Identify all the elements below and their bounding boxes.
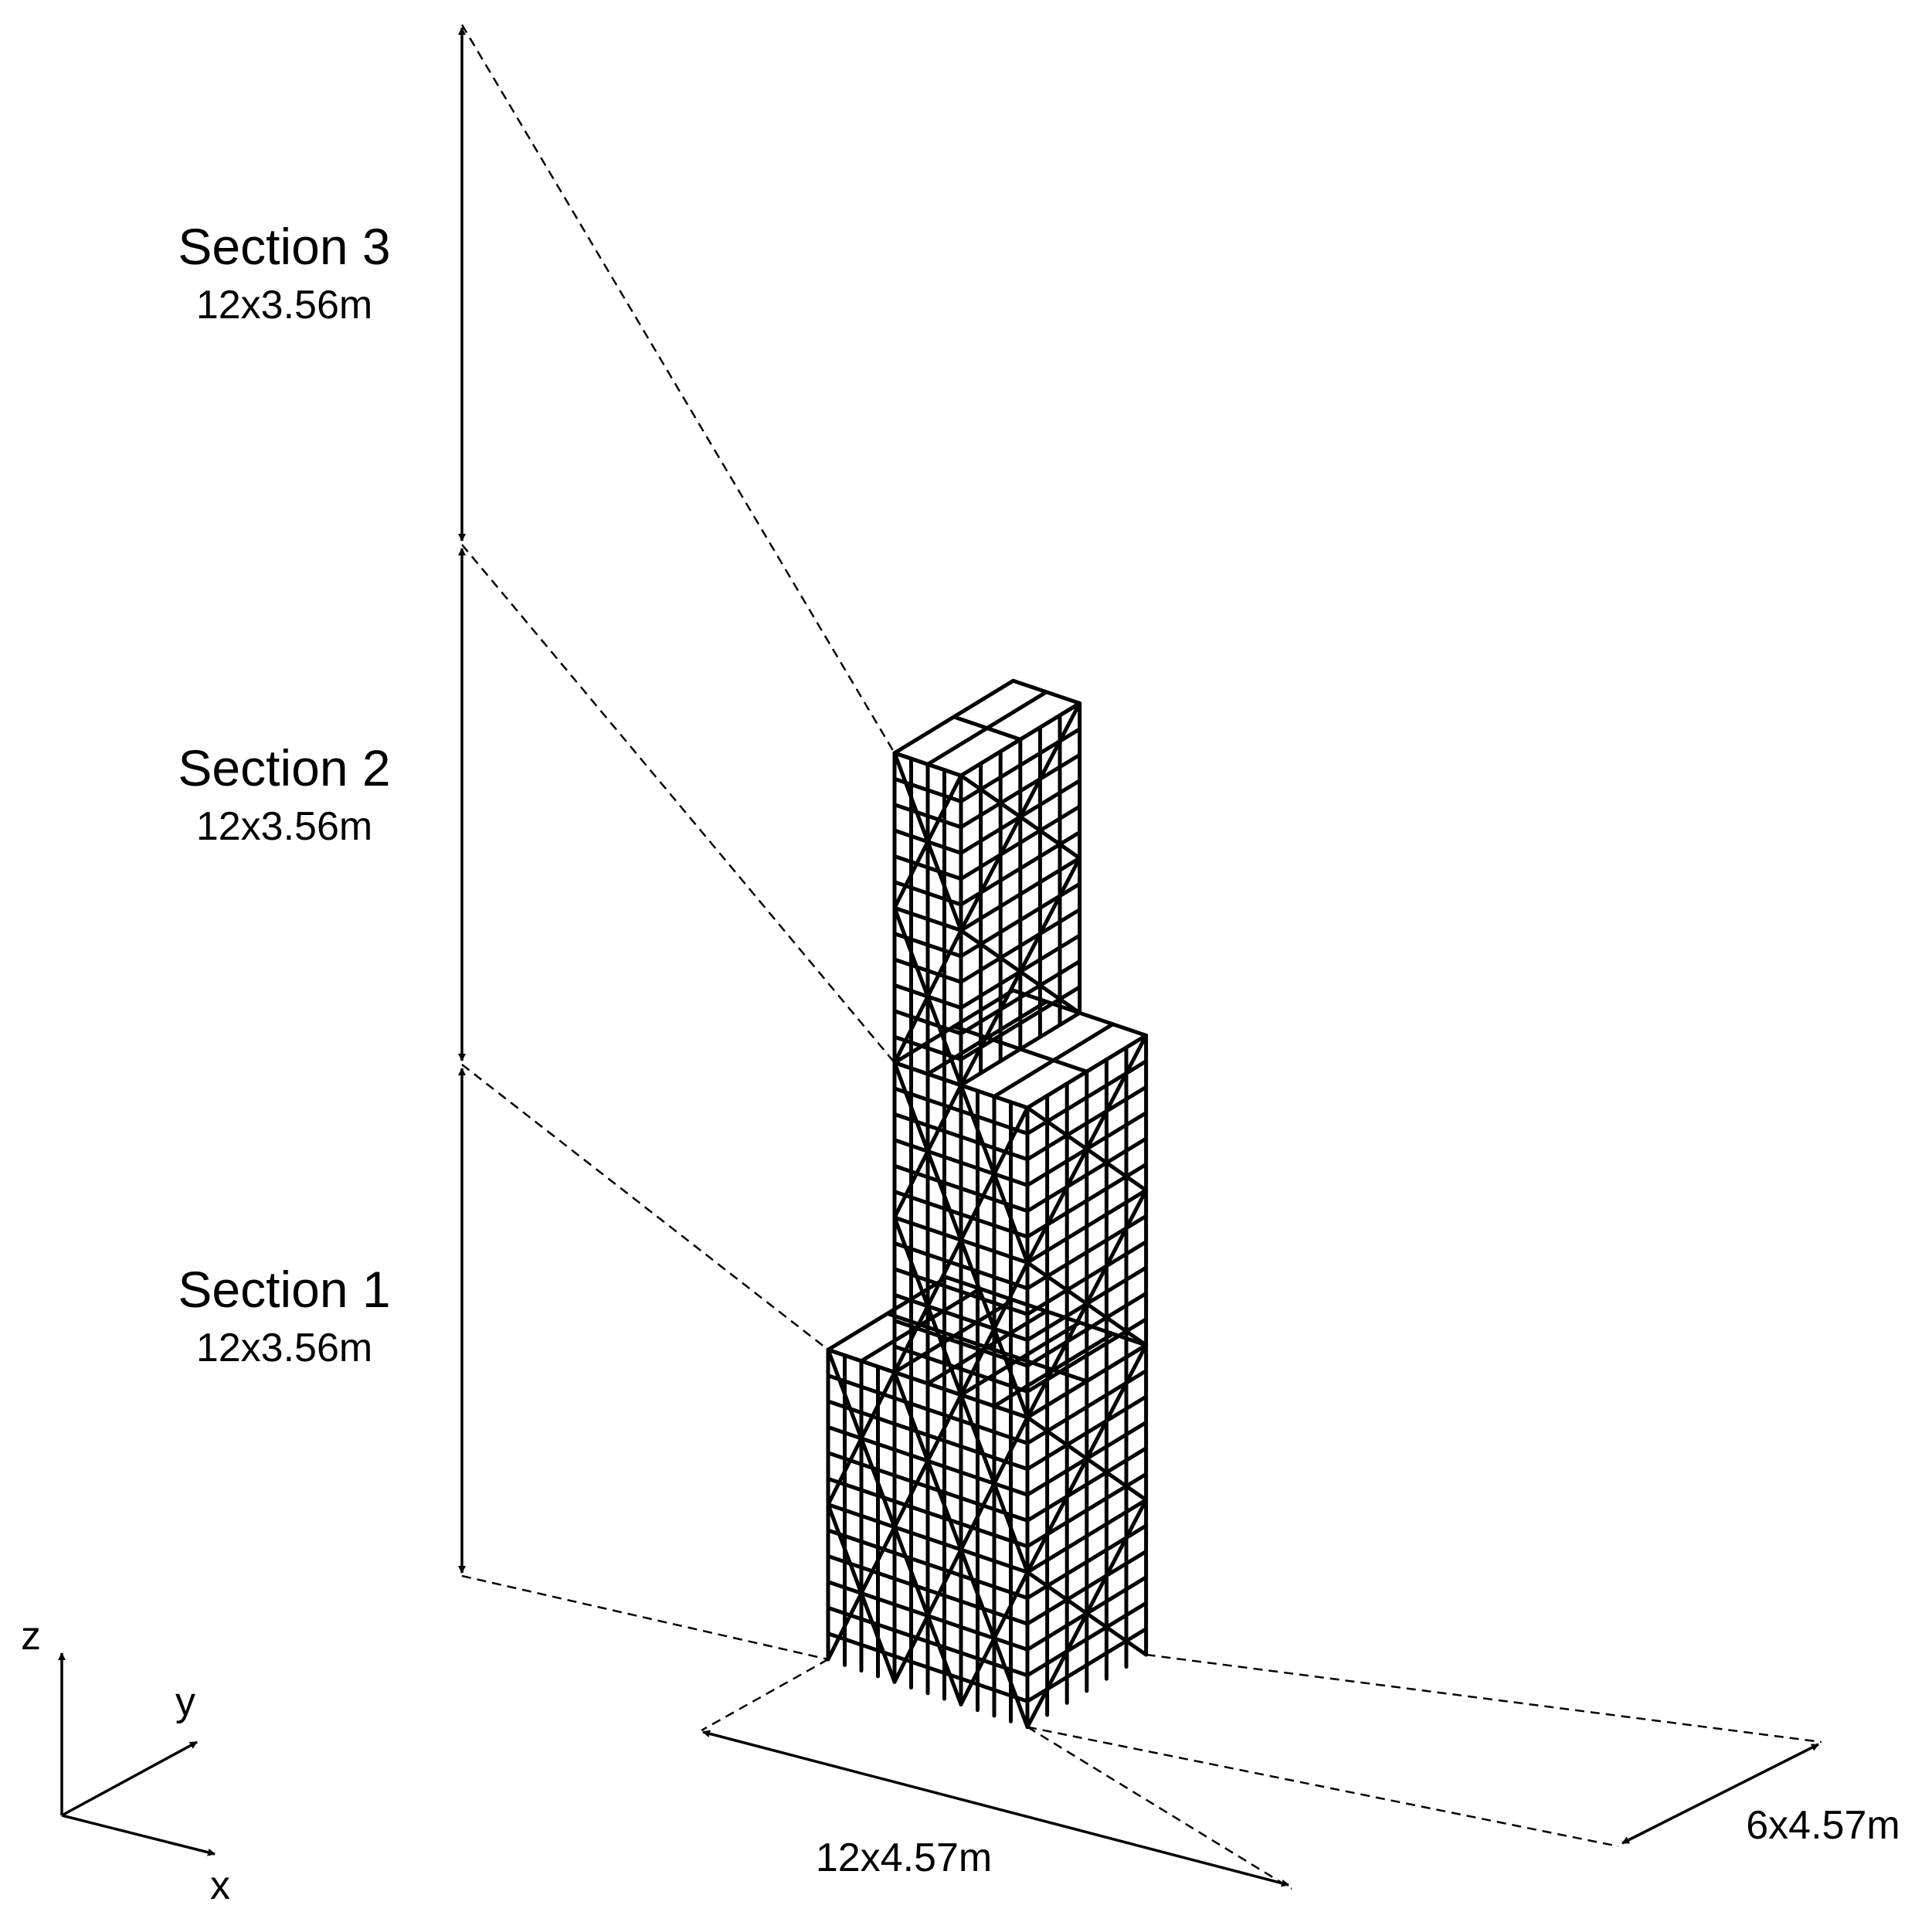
frame-block-1-front-brace <box>892 1525 963 1706</box>
frame-block-3-roof-beam <box>892 751 963 778</box>
frame-block-3-side-beam <box>959 752 1082 830</box>
frame-block-3-front-beam <box>892 1009 963 1036</box>
frame-block-3-front-brace <box>892 905 963 1088</box>
frame-block-3-front-beam <box>892 854 963 881</box>
y-axis-label: y <box>175 1679 195 1724</box>
frame-block-1-front-beam <box>826 1476 1030 1549</box>
frame-block-1-side-beam <box>1025 1394 1149 1472</box>
frame-block-2-front-brace <box>892 1061 963 1242</box>
frame-block-3-side-brace <box>959 773 1082 861</box>
section-3-title: Section 3 <box>178 218 390 275</box>
frame-block-2-front-beam <box>892 1086 1030 1136</box>
frame-block-2-front-beam <box>892 1292 1030 1343</box>
frame-block-2-front-brace <box>892 1215 963 1397</box>
leader-length-start <box>701 1658 829 1732</box>
base-width-arrow <box>1621 1743 1819 1845</box>
section-1-title: Section 1 <box>178 1261 390 1318</box>
frame-block-1-front-beam <box>826 1632 1030 1703</box>
frame-block-2-front-beam <box>892 1344 1030 1394</box>
frame-block-2-front-beam <box>892 1138 1030 1187</box>
frame-block-1-front-beam <box>826 1451 1030 1523</box>
frame-block-1-front-brace <box>826 1347 897 1530</box>
frame-block-2-front-beam <box>892 1190 1030 1239</box>
frame-block-3-side-beam <box>959 856 1082 932</box>
frame-block-2-side-beam <box>1025 1188 1149 1265</box>
base-length-arrow <box>702 1730 1289 1887</box>
frame-block-1-front-brace <box>826 1503 897 1684</box>
frame-block-1-side-beam <box>1025 1446 1149 1523</box>
leader-width-end <box>1146 1653 1822 1744</box>
building-frame <box>826 678 1149 1730</box>
frame-block-1-front-beam <box>826 1399 1030 1472</box>
frame-block-3-front-beam <box>892 905 963 932</box>
leader-length-end <box>1027 1726 1292 1890</box>
frame-block-2-front-brace <box>959 1083 1030 1265</box>
frame-block-1-front-beam <box>826 1605 1030 1678</box>
leader-base <box>461 1574 829 1661</box>
frame-block-2-side-beam <box>1025 1136 1149 1214</box>
coordinate-axes <box>58 1652 216 1856</box>
frame-block-3-front-beam <box>892 957 963 984</box>
dimension-arrows <box>458 27 1819 1887</box>
frame-block-3-roof-beam <box>952 715 1023 742</box>
leader-section-3-top <box>460 24 896 754</box>
frame-block-3-front-beam <box>892 803 963 830</box>
frame-block-2-side-brace <box>1025 1105 1149 1193</box>
frame-block-1-side-brace <box>1025 1415 1149 1503</box>
x-axis-line <box>61 1814 216 1856</box>
x-axis-label: x <box>210 1863 230 1908</box>
leader-section-1-top <box>461 1064 829 1351</box>
frame-block-1-front-beam <box>826 1503 1030 1574</box>
section-1-dimension: 12x3.56m <box>196 1326 372 1370</box>
base-length-dimension: 12x4.57m <box>816 1835 992 1880</box>
y-axis-line <box>61 1740 198 1817</box>
frame-block-1-front-beam <box>826 1554 1030 1626</box>
frame-block-3-side-beam <box>959 959 1082 1036</box>
frame-block-2-front-brace <box>959 1238 1030 1420</box>
frame-block-3-roof-beam <box>1011 678 1082 705</box>
frame-block-1-front-brace <box>892 1370 963 1552</box>
frame-block-3-front-brace <box>892 751 963 932</box>
z-axis-label: z <box>21 1614 41 1659</box>
frame-block-1-front-beam <box>826 1374 1030 1445</box>
leader-section-2-top <box>461 544 895 1064</box>
leader-width-start <box>1027 1726 1619 1848</box>
dimension-leader-lines <box>460 24 1822 1890</box>
frame-block-1-side-beam <box>1025 1601 1149 1678</box>
frame-block-3-side-brace <box>959 928 1082 1015</box>
frame-block-2-side-beam <box>1025 1240 1149 1316</box>
frame-block-2-front-beam <box>892 1241 1030 1291</box>
frame-block-3-side-beam <box>959 804 1082 881</box>
frame-block-1-front-beam <box>826 1528 1030 1601</box>
frame-block-1-side-beam <box>1025 1498 1149 1574</box>
frame-block-2-side-beam <box>1025 1085 1149 1162</box>
section-2-title: Section 2 <box>178 739 390 796</box>
frame-block-2-side-beam <box>1025 1291 1149 1368</box>
frame-block-1-side-beam <box>1025 1549 1149 1626</box>
frame-block-2-side-brace <box>1025 1260 1149 1347</box>
frame-block-1-front-brace <box>959 1547 1030 1730</box>
frame-block-3-side-beam <box>959 908 1082 984</box>
frame-block-1-front-brace <box>959 1393 1030 1574</box>
section-2-dimension: 12x3.56m <box>196 804 372 849</box>
frame-block-1-side-brace <box>1025 1570 1149 1657</box>
base-width-dimension: 6x4.57m <box>1746 1803 1900 1848</box>
section-3-dimension: 12x3.56m <box>196 283 372 328</box>
